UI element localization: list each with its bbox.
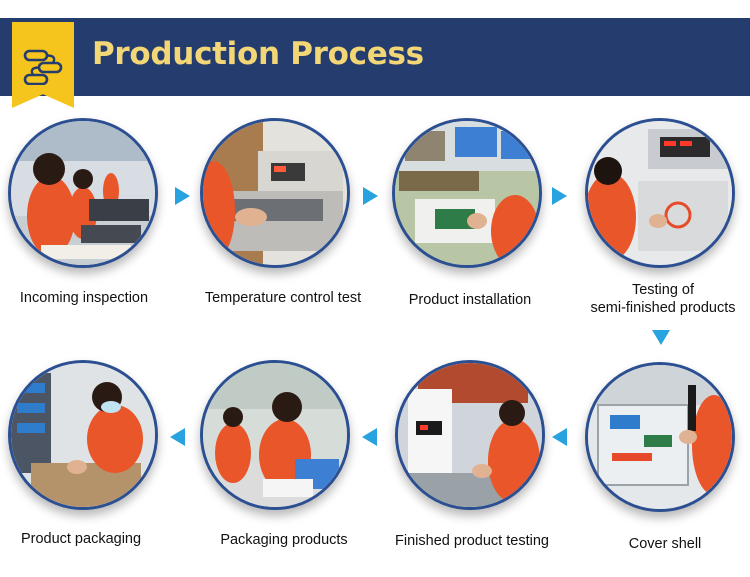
header-badge <box>12 22 74 108</box>
step-label-semi-finished-testing: Testing of semi-finished products <box>573 281 750 317</box>
step-label-line-1: Testing of <box>631 282 695 298</box>
triangle-arrow-icon <box>552 187 567 205</box>
step-photo-finished-product-testing <box>395 360 545 510</box>
triangle-arrow-icon <box>363 187 378 205</box>
page-title: Production Process <box>92 36 424 72</box>
step-photo-semi-finished-testing <box>585 118 735 268</box>
step-label-temperature-control-test: Temperature control test <box>204 290 362 306</box>
triangle-arrow-icon <box>552 428 567 446</box>
step-label-incoming-inspection: Incoming inspection <box>19 290 149 306</box>
step-photo-packaging-products <box>200 360 350 510</box>
step-photo-incoming-inspection <box>8 118 158 268</box>
step-label-cover-shell: Cover shell <box>628 536 702 552</box>
process-flow-icon <box>23 49 63 85</box>
header-bar: Production Process <box>0 18 750 108</box>
step-photo-product-installation <box>392 118 542 268</box>
step-photo-temperature-control-test <box>200 118 350 268</box>
step-photo-cover-shell <box>585 362 735 512</box>
triangle-arrow-icon <box>652 330 670 345</box>
step-photo-product-packaging <box>8 360 158 510</box>
step-label-finished-product-testing: Finished product testing <box>395 533 549 549</box>
step-label-packaging-products: Packaging products <box>220 532 348 548</box>
step-label-product-packaging: Product packaging <box>20 531 142 547</box>
step-label-product-installation: Product installation <box>408 292 532 308</box>
triangle-arrow-icon <box>362 428 377 446</box>
triangle-arrow-icon <box>175 187 190 205</box>
triangle-arrow-icon <box>170 428 185 446</box>
step-label-line-2: semi-finished products <box>590 300 736 316</box>
